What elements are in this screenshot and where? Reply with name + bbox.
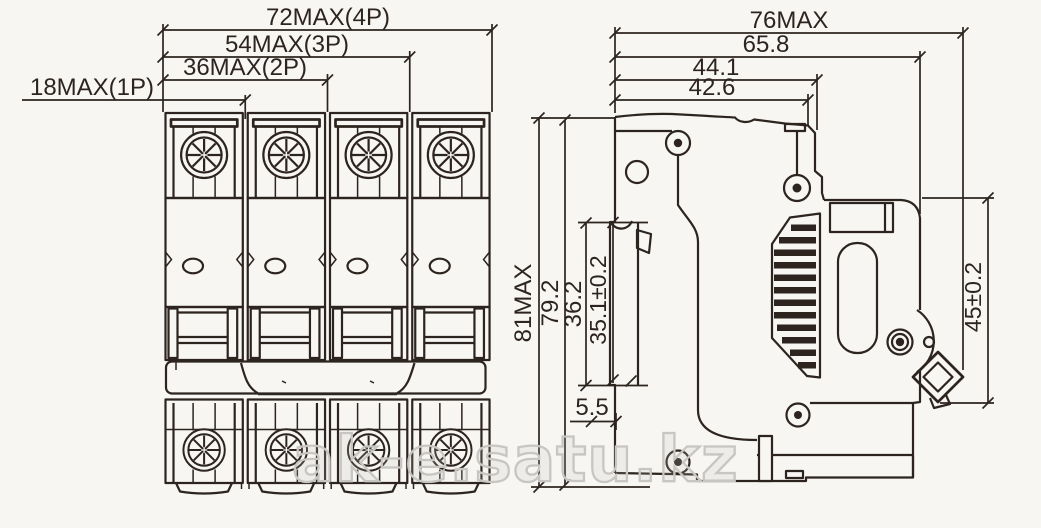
dim-label-65-8: 65.8 (743, 31, 790, 58)
case-hole (624, 159, 650, 185)
handle-tie-bar (164, 360, 487, 396)
dim-label-79-2: 79.2 (537, 280, 564, 327)
rivet (785, 402, 811, 428)
vent-fins (770, 212, 822, 379)
dim-label-35-1: 35.1±0.2 (585, 255, 611, 344)
side-view (608, 112, 965, 483)
dim-label-72max-4p: 72MAX(4P) (266, 4, 390, 31)
dim-label-36-2: 36.2 (560, 281, 587, 328)
dim-label-36max-2p: 36MAX(2P) (183, 54, 307, 81)
dim-label-76max: 76MAX (750, 7, 829, 34)
rivet (665, 449, 691, 475)
din-rail-window (836, 241, 879, 355)
dim-label-44-1: 44.1 (693, 54, 740, 81)
pole-3 (330, 113, 407, 494)
top-tab (783, 122, 807, 176)
dim-label-45: 45±0.2 (960, 262, 986, 332)
pole-2 (248, 113, 325, 494)
dim-label-18max-1p: 18MAX(1P) (30, 74, 154, 101)
dim-label-54max-3p: 54MAX(3P) (225, 31, 349, 58)
dim-label-81max: 81MAX (510, 264, 537, 343)
top-edge (614, 112, 826, 201)
dim-label-5-5: 5.5 (575, 394, 608, 421)
nameplate-block (828, 201, 895, 234)
front-face (608, 117, 617, 473)
mechanism-line (676, 156, 758, 442)
dim-label-42-6: 42.6 (689, 74, 736, 101)
rivet (664, 129, 692, 157)
pole-1 (166, 113, 243, 494)
rivet (782, 173, 812, 203)
toggle-handle (609, 220, 653, 385)
pole-boundary-tabs (240, 483, 415, 489)
pole-4 (412, 113, 489, 494)
front-view-dimensions: 72MAX(4P) 54MAX(3P) 36MAX(2P) 18MAX(1P) (22, 4, 499, 119)
din-rail-clip (886, 309, 965, 410)
front-view (166, 113, 490, 494)
bottom-profile (614, 401, 915, 483)
side-view-dimensions: 76MAX 65.8 44.1 42.6 81MAX 79.2 36.2 35.… (510, 7, 995, 494)
